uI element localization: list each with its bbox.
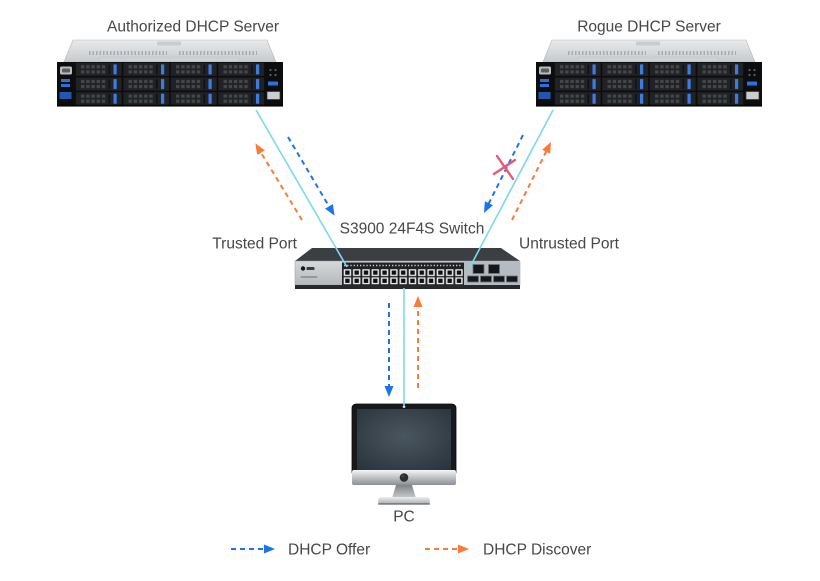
pc-label: PC: [393, 509, 415, 526]
untrusted-port-label: Untrusted Port: [519, 236, 620, 253]
switch-label: S3900 24F4S Switch: [340, 221, 485, 238]
authorized-dhcp-server-icon: [55, 38, 285, 109]
legend-dhcp-offer-label: DHCP Offer: [288, 542, 370, 559]
blocked-x-icon: [492, 154, 517, 181]
dhcp-discover-arrow-switch-to-authorized: [255, 143, 303, 221]
rogue-server-label: Rogue DHCP Server: [577, 19, 721, 36]
link-authorized-server-switch: [255, 109, 348, 268]
network-switch-icon: [294, 247, 521, 290]
link-rogue-server-switch: [469, 109, 554, 268]
network-links: [255, 109, 554, 405]
authorized-server-label: Authorized DHCP Server: [107, 19, 279, 36]
dhcp-offer-arrow-authorized-to-switch: [287, 136, 335, 216]
trusted-port-label: Trusted Port: [212, 236, 297, 253]
legend-dhcp-discover-label: DHCP Discover: [483, 542, 591, 559]
dhcp-discover-arrow-switch-to-rogue: [511, 141, 552, 221]
desktop-computer-icon: [351, 403, 457, 506]
legend: DHCP Offer DHCP Discover: [231, 542, 591, 559]
rogue-dhcp-server-icon: [534, 38, 764, 109]
